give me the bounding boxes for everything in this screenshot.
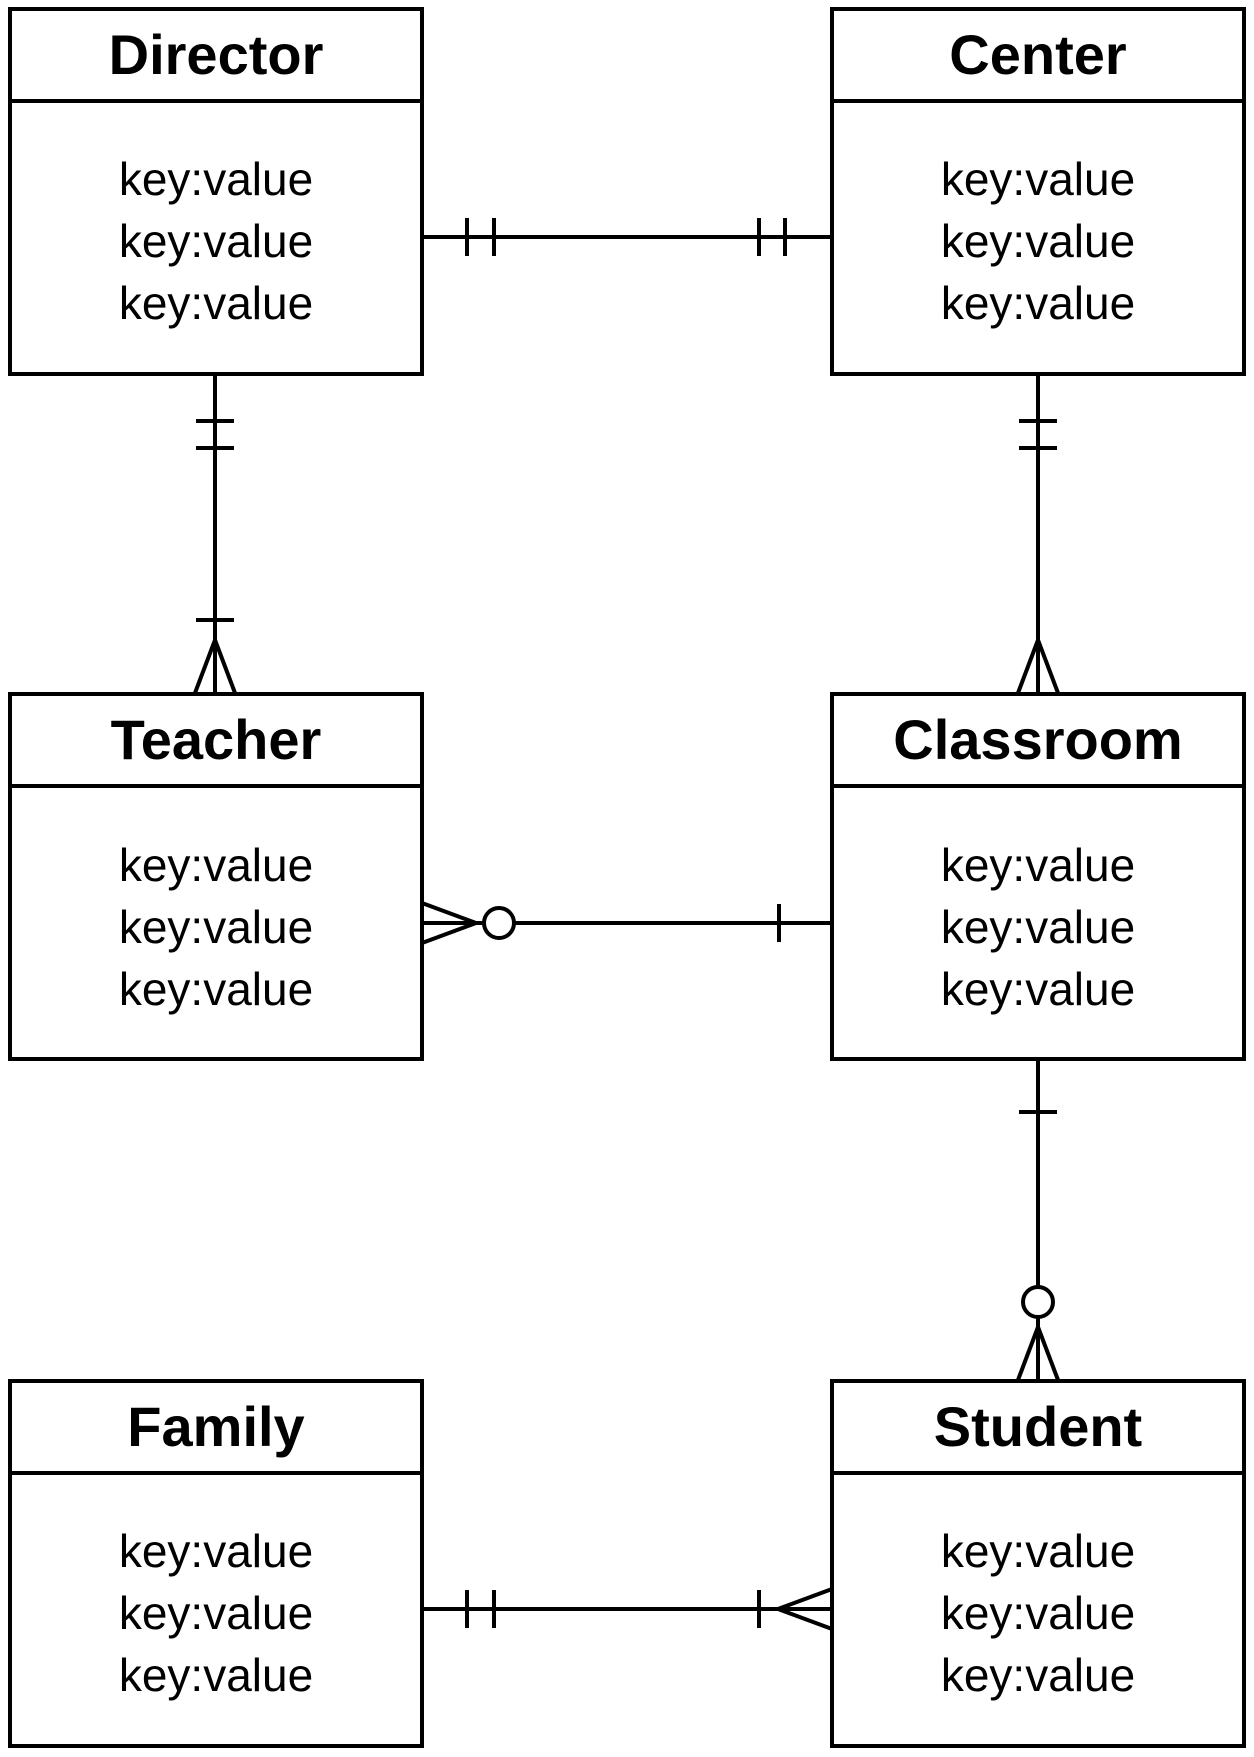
relationship-director-teacher xyxy=(193,374,237,694)
relationship-center-classroom xyxy=(1016,374,1060,694)
relationship-classroom-student xyxy=(1016,1060,1060,1381)
entity-attribute: key:value xyxy=(119,963,313,1015)
entity-attribute: key:value xyxy=(119,1587,313,1639)
entity-attribute: key:value xyxy=(941,1587,1135,1639)
entity-attribute: key:value xyxy=(941,153,1135,205)
entity-title-director: Director xyxy=(109,23,324,86)
entity-attribute: key:value xyxy=(941,963,1135,1015)
entity-title-classroom: Classroom xyxy=(893,708,1182,771)
entity-director[interactable]: Director key:value key:value key:value xyxy=(8,7,424,376)
relationship-family-student xyxy=(422,1587,833,1631)
entity-title-family: Family xyxy=(127,1395,304,1458)
entity-attribute: key:value xyxy=(119,215,313,267)
entity-attribute: key:value xyxy=(941,215,1135,267)
entity-attribute: key:value xyxy=(941,839,1135,891)
entity-attribute: key:value xyxy=(119,277,313,329)
entity-attribute: key:value xyxy=(941,1525,1135,1577)
entity-attribute: key:value xyxy=(119,1649,313,1701)
entity-attribute: key:value xyxy=(119,153,313,205)
entity-attribute: key:value xyxy=(119,1525,313,1577)
entity-attribute: key:value xyxy=(119,901,313,953)
relationship-director-center xyxy=(422,218,832,256)
entity-attribute: key:value xyxy=(941,1649,1135,1701)
entity-attribute: key:value xyxy=(941,277,1135,329)
entity-attribute: key:value xyxy=(119,839,313,891)
entity-center[interactable]: Center key:value key:value key:value xyxy=(830,7,1246,376)
entity-teacher[interactable]: Teacher key:value key:value key:value xyxy=(8,692,424,1061)
entity-title-student: Student xyxy=(934,1395,1142,1458)
entity-title-teacher: Teacher xyxy=(111,708,322,771)
entity-student[interactable]: Student key:value key:value key:value xyxy=(830,1379,1246,1748)
entity-classroom[interactable]: Classroom key:value key:value key:value xyxy=(830,692,1246,1061)
entity-title-center: Center xyxy=(949,23,1126,86)
entity-attribute: key:value xyxy=(941,901,1135,953)
relationship-teacher-classroom xyxy=(421,901,832,945)
entity-family[interactable]: Family key:value key:value key:value xyxy=(8,1379,424,1748)
